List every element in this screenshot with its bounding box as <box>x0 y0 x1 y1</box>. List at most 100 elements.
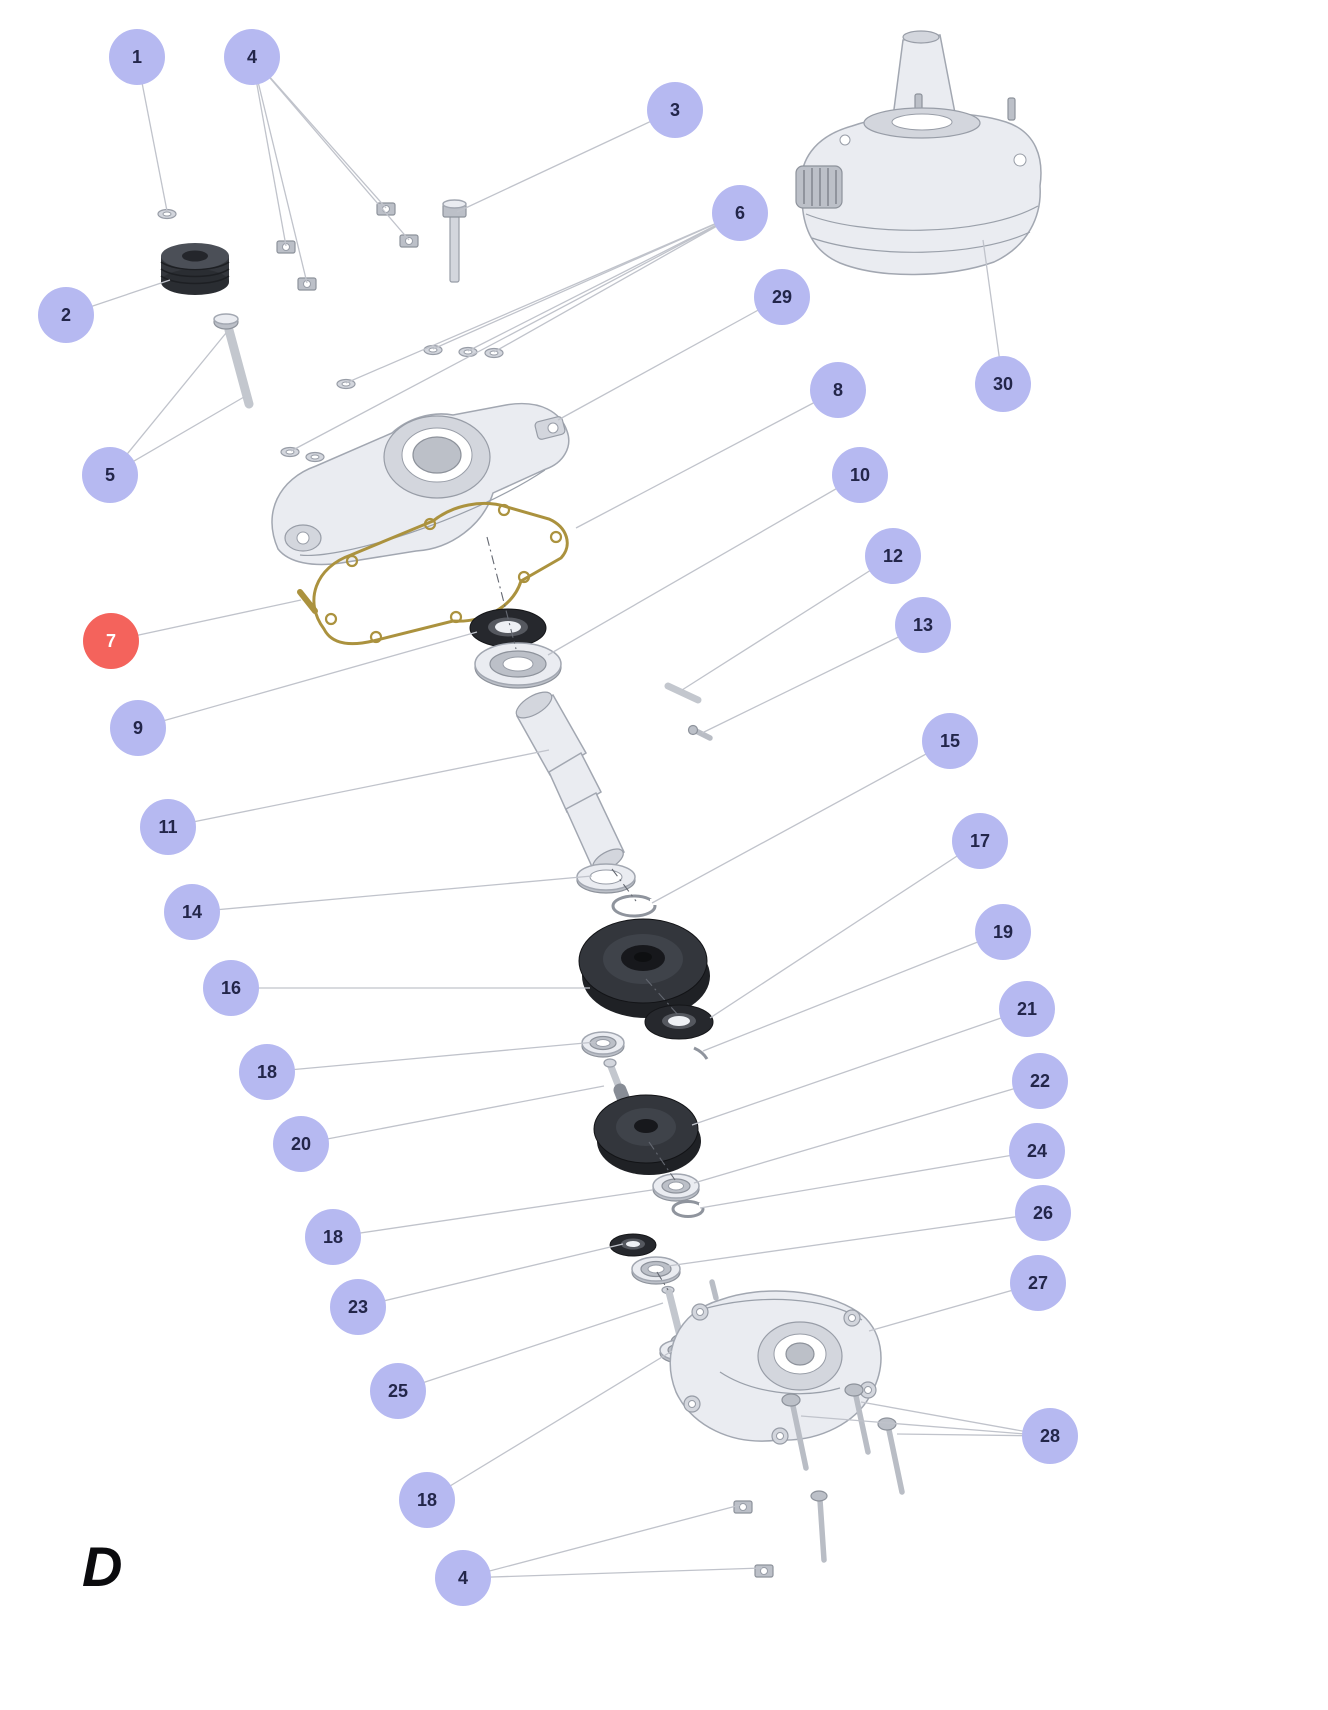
part-cover-bolts <box>781 1383 905 1563</box>
callout-28[interactable]: 28 <box>1022 1408 1078 1464</box>
leader-lines-layer <box>65 56 1051 1579</box>
leader-line <box>860 1401 1051 1437</box>
leader-line <box>467 212 741 352</box>
callout-15[interactable]: 15 <box>922 713 978 769</box>
callout-9[interactable]: 9 <box>110 700 166 756</box>
leader-line <box>109 332 227 476</box>
callout-14[interactable]: 14 <box>164 884 220 940</box>
callout-24[interactable]: 24 <box>1009 1123 1065 1179</box>
part-bearing-mid <box>652 1173 700 1202</box>
part-retaining-clip <box>693 1046 709 1060</box>
leader-line <box>575 389 839 529</box>
callout-30[interactable]: 30 <box>975 356 1031 412</box>
leader-line <box>557 296 783 421</box>
callout-18[interactable]: 18 <box>239 1044 295 1100</box>
part-bearing-small-1 <box>581 1031 625 1058</box>
callout-27[interactable]: 27 <box>1010 1255 1066 1311</box>
callout-22[interactable]: 22 <box>1012 1053 1068 1109</box>
leader-line <box>290 212 741 452</box>
callout-25[interactable]: 25 <box>370 1363 426 1419</box>
leader-line <box>868 1282 1039 1332</box>
part-assembled-gearbox <box>795 30 1042 276</box>
leader-line <box>266 1041 597 1073</box>
callout-6[interactable]: 6 <box>712 185 768 241</box>
callout-8[interactable]: 8 <box>810 362 866 418</box>
callout-12[interactable]: 12 <box>865 528 921 584</box>
callout-16[interactable]: 16 <box>203 960 259 1016</box>
part-bearing-lower <box>631 1256 681 1285</box>
callout-3[interactable]: 3 <box>647 82 703 138</box>
part-roll-pin <box>664 682 702 704</box>
leader-line <box>251 56 308 284</box>
part-bolt-long <box>442 199 467 283</box>
part-bottom-housing <box>669 1279 882 1445</box>
leader-line <box>251 56 410 241</box>
leader-line <box>800 1415 1051 1437</box>
callout-7-highlighted[interactable]: 7 <box>83 613 139 669</box>
leader-line <box>432 212 741 350</box>
callout-19[interactable]: 19 <box>975 904 1031 960</box>
leader-line <box>667 1212 1044 1267</box>
part-snap-ring-upper <box>611 894 657 918</box>
leader-line <box>691 1008 1028 1126</box>
part-bolt-shoulder <box>213 313 254 409</box>
part-nuts-bottom <box>733 1500 774 1578</box>
section-label: D <box>82 1535 123 1598</box>
callout-10[interactable]: 10 <box>832 447 888 503</box>
leader-line <box>709 840 981 1019</box>
part-snap-ring-lower <box>671 1200 705 1218</box>
part-driven-pulley-small <box>593 1094 701 1175</box>
leader-line <box>462 1504 741 1579</box>
leader-line <box>397 1302 664 1392</box>
callout-20[interactable]: 20 <box>273 1116 329 1172</box>
part-input-shaft <box>515 691 625 872</box>
callout-21[interactable]: 21 <box>999 981 1055 1037</box>
leader-line <box>137 631 478 729</box>
callout-13[interactable]: 13 <box>895 597 951 653</box>
leader-line <box>251 56 287 247</box>
assembly-axis-lines <box>486 536 680 1291</box>
part-shaft-seal-lower <box>609 1233 657 1257</box>
leader-line <box>167 749 550 828</box>
part-bearing-upper <box>474 642 562 689</box>
leader-line <box>699 1150 1038 1209</box>
leader-line <box>651 740 951 904</box>
leader-line <box>493 212 741 353</box>
leader-line <box>693 1080 1041 1184</box>
part-drive-pulley <box>160 243 230 295</box>
callout-4[interactable]: 4 <box>224 29 280 85</box>
part-shaft-seal-mid <box>644 1004 714 1040</box>
part-gasket <box>312 501 569 646</box>
leader-line <box>456 109 676 213</box>
callout-29[interactable]: 29 <box>754 269 810 325</box>
part-thrust-washer <box>576 863 636 894</box>
callout-26[interactable]: 26 <box>1015 1185 1071 1241</box>
parts-layer <box>157 30 1042 1578</box>
part-shaft-seal-upper <box>469 608 547 648</box>
leader-line <box>345 212 741 384</box>
part-top-cover <box>271 402 570 566</box>
leader-line <box>701 624 924 734</box>
callout-17[interactable]: 17 <box>952 813 1008 869</box>
callout-18[interactable]: 18 <box>305 1209 361 1265</box>
leader-line <box>702 931 1004 1052</box>
leader-line <box>300 1085 605 1145</box>
leader-line <box>426 1350 673 1501</box>
callout-4[interactable]: 4 <box>435 1550 491 1606</box>
callout-18[interactable]: 18 <box>399 1472 455 1528</box>
leader-line <box>357 1243 624 1308</box>
callout-5[interactable]: 5 <box>82 447 138 503</box>
callout-11[interactable]: 11 <box>140 799 196 855</box>
part-driven-pulley-large <box>578 918 710 1018</box>
callout-1[interactable]: 1 <box>109 29 165 85</box>
callout-2[interactable]: 2 <box>38 287 94 343</box>
leader-line <box>462 1567 763 1579</box>
part-nuts-top <box>276 202 419 291</box>
leader-line <box>332 1189 653 1238</box>
leader-line <box>110 599 302 642</box>
callout-23[interactable]: 23 <box>330 1279 386 1335</box>
leader-line <box>191 875 593 913</box>
leader-line <box>547 474 861 656</box>
